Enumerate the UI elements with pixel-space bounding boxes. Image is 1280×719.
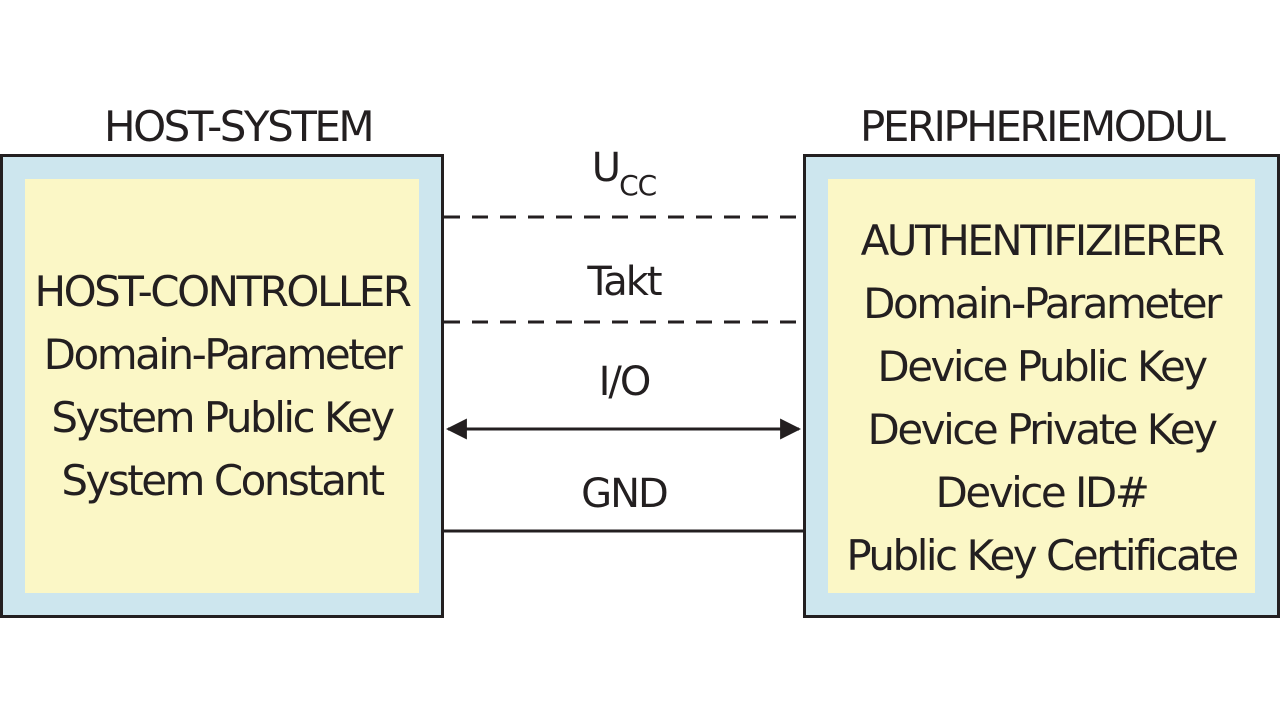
peripheral-module-box: AUTHENTIFIZIERER Domain-Parameter Device… [803, 154, 1280, 618]
host-system-title: HOST-SYSTEM [104, 102, 375, 151]
device-domain-parameter-label: Domain-Parameter [863, 279, 1222, 328]
peripheral-module-title: PERIPHERIEMODUL [860, 102, 1226, 151]
device-id-label: Device ID# [935, 468, 1150, 517]
gnd-label: GND [581, 471, 669, 517]
takt-label: Takt [587, 259, 662, 305]
public-key-certificate-label: Public Key Certificate [846, 531, 1239, 580]
ucc-subscript: CC [619, 169, 657, 202]
host-domain-parameter-label: Domain-Parameter [43, 330, 403, 379]
ucc-label: UCC [591, 145, 657, 200]
host-system-box: HOST-CONTROLLER Domain-Parameter System … [0, 154, 444, 618]
system-constant-label: System Constant [61, 456, 385, 505]
host-controller-box: HOST-CONTROLLER Domain-Parameter System … [25, 179, 419, 593]
ucc-main-text: U [591, 145, 621, 191]
host-controller-label: HOST-CONTROLLER [34, 267, 412, 316]
authenticator-box: AUTHENTIFIZIERER Domain-Parameter Device… [828, 179, 1255, 593]
io-label: I/O [598, 359, 652, 405]
device-public-key-label: Device Public Key [877, 342, 1208, 391]
system-public-key-label: System Public Key [51, 393, 395, 442]
device-private-key-label: Device Private Key [867, 405, 1218, 454]
authenticator-label: AUTHENTIFIZIERER [860, 216, 1225, 265]
